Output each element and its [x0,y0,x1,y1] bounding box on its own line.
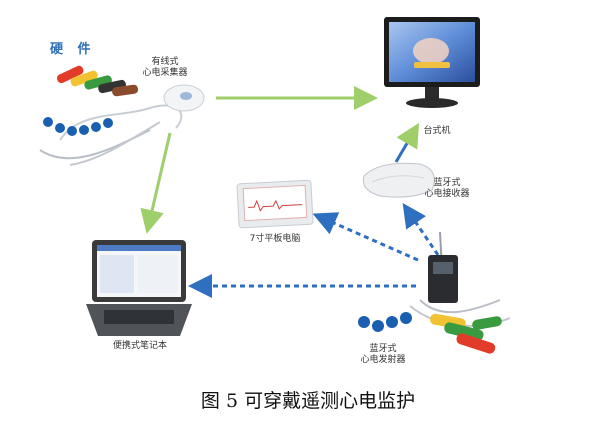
tablet-device [236,179,314,229]
laptop-label: 便携式笔记本 [112,341,167,351]
link-collector-laptop [140,132,172,234]
wired-collector-label-line2: 心电采集器 [142,68,188,78]
tablet-label: 7寸平板电脑 [249,234,301,244]
wired-collector-label: 有线式 心电采集器 [135,57,195,79]
link-transmitter-tablet [312,212,419,262]
hardware-heading: 硬 件 [50,42,96,57]
wired-collector-label-line1: 有线式 [151,57,179,67]
bt-receiver-label-line2: 心电接收器 [424,189,470,199]
link-receiver-desktop [394,122,420,163]
laptop-device [86,240,192,336]
bt-receiver-label: 蓝牙式 心电接收器 [414,178,480,200]
bt-receiver-device [362,162,435,198]
link-transmitter-receiver [402,203,440,256]
bt-transmitter-device [358,231,511,354]
bt-transmitter-label-line1: 蓝牙式 [369,344,397,354]
desktop-label: 台式机 [423,126,451,136]
desktop-monitor [384,17,480,108]
bt-transmitter-label: 蓝牙式 心电发射器 [350,344,416,366]
bt-transmitter-label-line2: 心电发射器 [360,355,406,365]
bt-receiver-label-line1: 蓝牙式 [433,178,461,188]
wired-collector-device [39,65,205,166]
figure-caption: 图 5 可穿戴遥测心电监护 [200,390,416,412]
